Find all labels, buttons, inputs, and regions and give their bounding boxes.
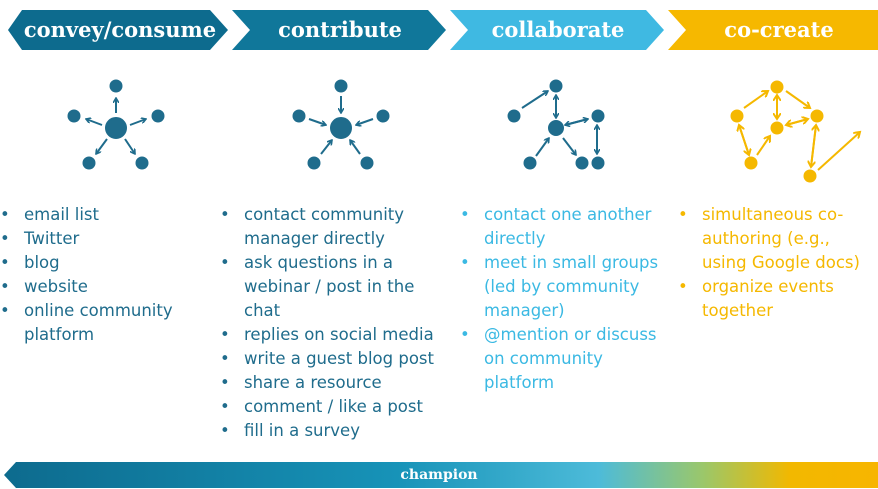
- list-item: simultaneous co-authoring (e.g., using G…: [678, 203, 878, 275]
- cocreate-network-icon: [730, 80, 861, 183]
- champion-label: champion: [400, 467, 478, 483]
- stage-chevron-collaborate: [450, 10, 664, 50]
- column-cocreate: simultaneous co-authoring (e.g., using G…: [678, 203, 878, 323]
- collaborate-network-icon: [507, 79, 605, 170]
- list-item: website: [0, 275, 215, 299]
- list-item: comment / like a post: [220, 395, 450, 419]
- stage-label-collaborate: collaborate: [491, 17, 625, 42]
- column-contribute: contact community manager directly ask q…: [220, 203, 450, 443]
- list-item: email list: [0, 203, 215, 227]
- list-item: write a guest blog post: [220, 347, 450, 371]
- list-item: online community platform: [0, 299, 215, 347]
- list-item: contact community manager directly: [220, 203, 450, 251]
- list-item: contact one another directly: [460, 203, 675, 251]
- list-item: share a resource: [220, 371, 450, 395]
- list-item: @mention or discuss on community platfor…: [460, 323, 675, 395]
- champion-bar: [4, 462, 878, 488]
- column-convey: email list Twitter blog website online c…: [0, 203, 215, 347]
- network-icons: [67, 79, 878, 183]
- stage-label-contribute: contribute: [278, 17, 402, 42]
- column-collaborate: contact one another directly meet in sma…: [460, 203, 675, 395]
- stage-chevrons: [8, 10, 878, 50]
- stage-label-convey: convey/consume: [23, 17, 217, 42]
- stage-chevron-cocreate: [668, 10, 878, 50]
- list-item: meet in small groups (led by community m…: [460, 251, 675, 323]
- broadcast-network-icon: [67, 79, 165, 170]
- list-item: replies on social media: [220, 323, 450, 347]
- list-item: blog: [0, 251, 215, 275]
- contribute-network-icon: [292, 79, 390, 170]
- list-item: ask questions in a webinar / post in the…: [220, 251, 450, 323]
- list-item: organize events together: [678, 275, 878, 323]
- stage-label-cocreate: co-create: [724, 17, 834, 42]
- stage-chevron-contribute: [232, 10, 446, 50]
- stage-chevron-convey: [8, 10, 228, 50]
- list-item: Twitter: [0, 227, 215, 251]
- list-item: fill in a survey: [220, 419, 450, 443]
